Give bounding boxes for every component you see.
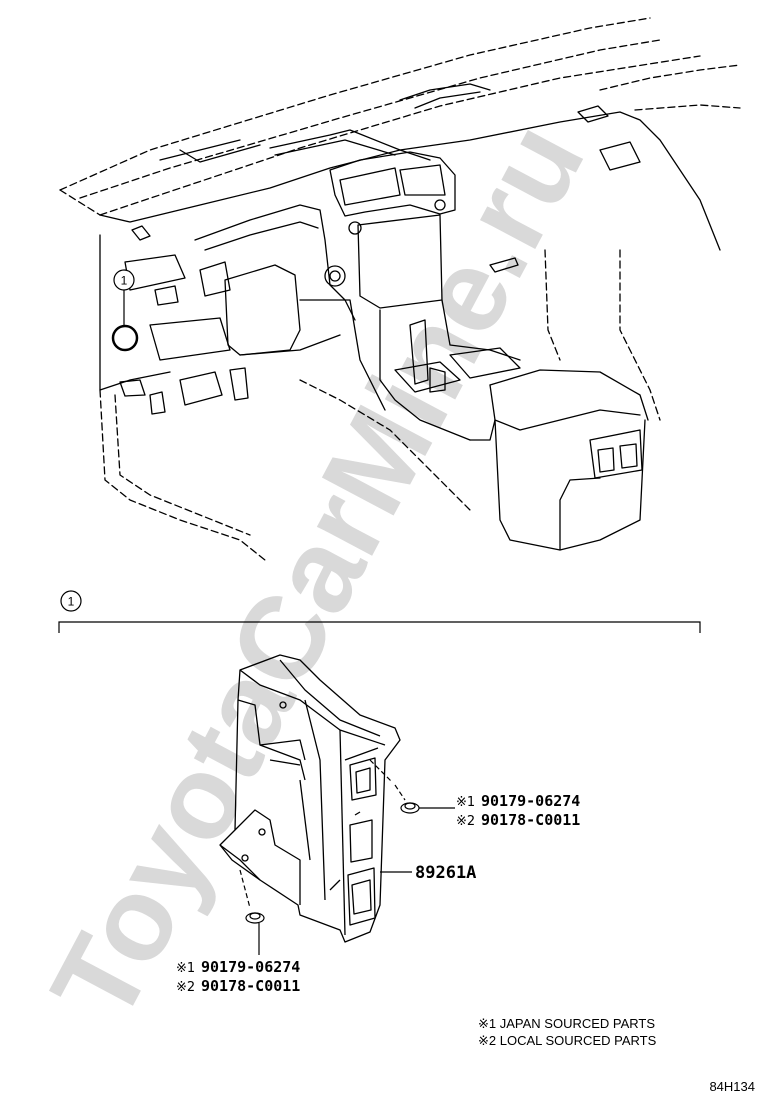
clip-right bbox=[369, 759, 455, 814]
watermark-text: ToyotaCarMine.ru bbox=[26, 102, 609, 1042]
note-local-sourced: ※2 LOCAL SOURCED PARTS bbox=[478, 1033, 657, 1048]
overview-callout: 1 bbox=[111, 269, 139, 352]
bottom-screw-mark-2: ※2 bbox=[176, 980, 195, 995]
dashboard-illustration bbox=[59, 17, 741, 561]
bottom-screw-number-1: 90179-06274 bbox=[201, 958, 300, 976]
section-marker-circle bbox=[60, 590, 82, 612]
location-marker-ring bbox=[111, 324, 139, 352]
right-screw-mark-1: ※1 bbox=[456, 795, 475, 810]
right-screw-number-1: 90179-06274 bbox=[481, 792, 580, 810]
bottom-screw-mark-1: ※1 bbox=[176, 961, 195, 976]
section-marker: 1 bbox=[60, 590, 82, 612]
bottom-screw-number-2: 90178-C0011 bbox=[201, 977, 300, 995]
clip-bottom bbox=[239, 869, 265, 955]
diagram-code: 84H134 bbox=[709, 1079, 755, 1094]
note-japan-sourced: ※1 JAPAN SOURCED PARTS bbox=[478, 1016, 655, 1031]
bottom-screw-labels: ※1 90179-06274 ※2 90178-C0011 bbox=[176, 958, 300, 995]
right-screw-number-2: 90178-C0011 bbox=[481, 811, 580, 829]
section-bracket bbox=[58, 621, 701, 633]
ecu-module bbox=[219, 654, 401, 943]
overview-callout-number: 1 bbox=[121, 274, 128, 288]
main-part-number: 89261A bbox=[415, 863, 476, 883]
section-marker-number: 1 bbox=[68, 595, 75, 609]
legend-notes: ※1 JAPAN SOURCED PARTS ※2 LOCAL SOURCED … bbox=[478, 1016, 657, 1048]
right-screw-mark-2: ※2 bbox=[456, 814, 475, 829]
right-screw-labels: ※1 90179-06274 ※2 90178-C0011 bbox=[456, 792, 580, 829]
